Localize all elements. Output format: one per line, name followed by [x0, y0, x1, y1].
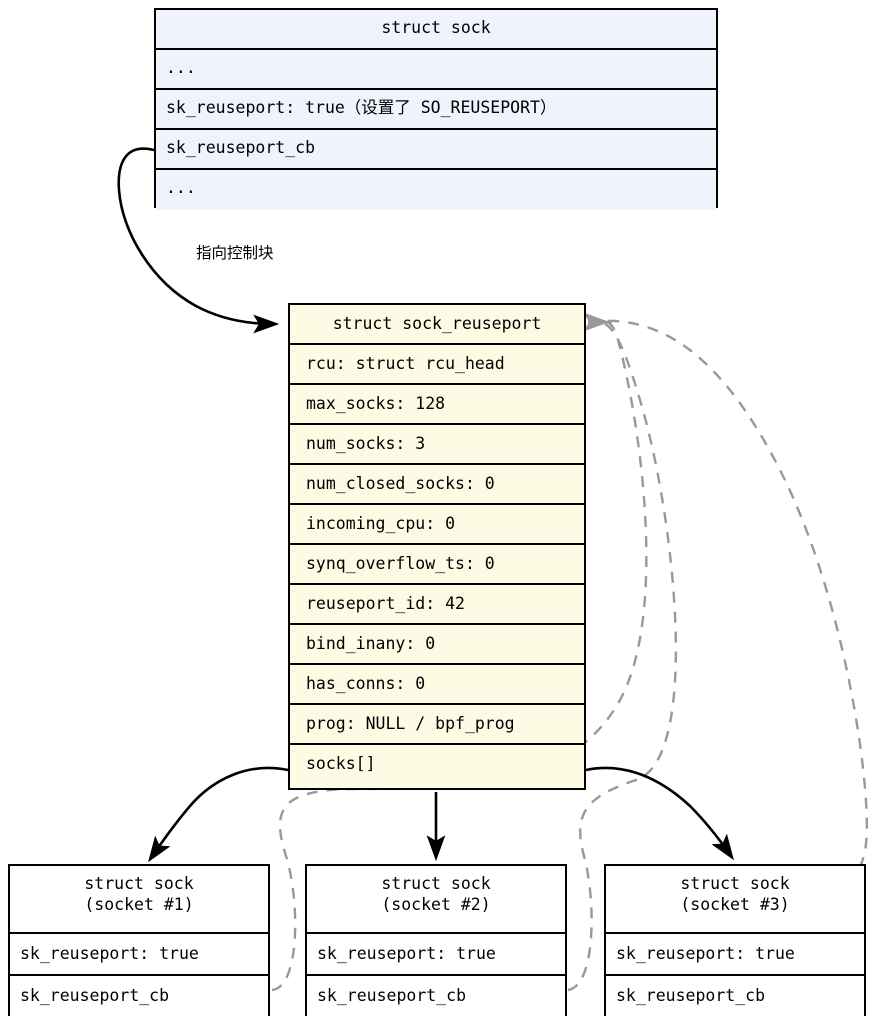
- socket-3-title-line2: (socket #3): [680, 894, 790, 914]
- field-has-conns: has_conns: 0: [290, 665, 584, 705]
- field-prog: prog: NULL / bpf_prog: [290, 705, 584, 745]
- struct-sock-row-ellipsis-bottom: ...: [156, 170, 716, 210]
- solid-edge-socks-to-socket3: [585, 766, 734, 861]
- field-incoming-cpu: incoming_cpu: 0: [290, 505, 584, 545]
- socket-1-box: struct sock(socket #1) sk_reuseport: tru…: [8, 864, 270, 1018]
- field-synq-overflow-ts: synq_overflow_ts: 0: [290, 545, 584, 585]
- edge-label-points-to-control-block: 指向控制块: [196, 244, 274, 262]
- struct-sock-title: struct sock: [156, 10, 716, 50]
- field-socks-array: socks[]: [290, 745, 584, 785]
- socket-1-title: struct sock(socket #1): [10, 866, 268, 934]
- field-rcu: rcu: struct rcu_head: [290, 345, 584, 385]
- solid-edge-socks-to-socket1: [148, 766, 289, 863]
- socket-2-title: struct sock(socket #2): [307, 866, 565, 934]
- socket-3-box: struct sock(socket #3) sk_reuseport: tru…: [604, 864, 866, 1018]
- socket-3-title: struct sock(socket #3): [606, 866, 864, 934]
- field-num-closed-socks: num_closed_socks: 0: [290, 465, 584, 505]
- field-max-socks: max_socks: 128: [290, 385, 584, 425]
- socket-2-sk-reuseport-cb: sk_reuseport_cb: [307, 976, 565, 1018]
- field-num-socks: num_socks: 3: [290, 425, 584, 465]
- struct-sock-reuseport-title: struct sock_reuseport: [290, 305, 584, 345]
- field-reuseport-id: reuseport_id: 42: [290, 585, 584, 625]
- socket-1-title-line1: struct sock: [84, 874, 194, 893]
- struct-sock-box: struct sock ... sk_reuseport: true（设置了 S…: [154, 8, 718, 210]
- socket-2-sk-reuseport: sk_reuseport: true: [307, 934, 565, 976]
- struct-sock-row-sk-reuseport: sk_reuseport: true（设置了 SO_REUSEPORT）: [156, 90, 716, 130]
- socket-3-sk-reuseport-cb: sk_reuseport_cb: [606, 976, 864, 1018]
- socket-1-sk-reuseport: sk_reuseport: true: [10, 934, 268, 976]
- socket-1-sk-reuseport-cb: sk_reuseport_cb: [10, 976, 268, 1018]
- socket-1-title-line2: (socket #1): [84, 894, 194, 914]
- field-bind-inany: bind_inany: 0: [290, 625, 584, 665]
- socket-2-title-line1: struct sock: [381, 874, 491, 893]
- socket-3-title-line1: struct sock: [680, 874, 790, 893]
- socket-3-sk-reuseport: sk_reuseport: true: [606, 934, 864, 976]
- struct-sock-reuseport-box: struct sock_reuseport rcu: struct rcu_he…: [288, 303, 586, 790]
- socket-2-title-line2: (socket #2): [381, 894, 491, 914]
- socket-2-box: struct sock(socket #2) sk_reuseport: tru…: [305, 864, 567, 1018]
- struct-sock-row-sk-reuseport-cb: sk_reuseport_cb: [156, 130, 716, 170]
- struct-sock-row-ellipsis-top: ...: [156, 50, 716, 90]
